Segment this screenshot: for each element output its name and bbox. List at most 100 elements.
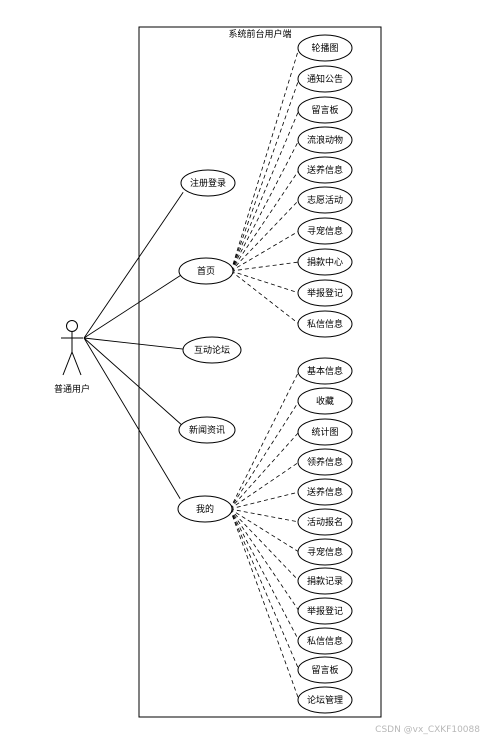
system-boundary: [138, 26, 382, 718]
sub-use-case-home-3: 留言板: [297, 96, 353, 124]
sub-use-case-home-1-ellipse: [297, 34, 353, 62]
use-case-forum-label: 互动论坛: [194, 344, 230, 356]
system-title: 系统前台用户端: [228, 28, 291, 40]
dependency-home-3: [230, 109, 300, 272]
dependency-mine-6: [229, 508, 300, 523]
sub-use-case-mine-12-ellipse: [297, 686, 353, 714]
association-lines: [83, 47, 300, 701]
sub-use-case-home-10-ellipse: [297, 310, 353, 338]
sub-use-case-home-4-label: 流浪动物: [307, 134, 343, 146]
use-case-news-ellipse: [178, 416, 236, 444]
sub-use-case-home-7: 寻宠信息: [297, 217, 353, 245]
dependency-home-2: [230, 78, 300, 272]
sub-use-case-home-10: 私信信息: [297, 310, 353, 338]
sub-use-case-mine-7-label: 寻宠信息: [307, 546, 343, 558]
sub-use-case-mine-9-ellipse: [297, 597, 353, 625]
use-case-mine-ellipse: [177, 495, 233, 523]
use-case-home-label: 首页: [197, 265, 215, 277]
sub-use-case-home-5-label: 送养信息: [307, 164, 343, 176]
sub-use-case-home-7-label: 寻宠信息: [307, 225, 343, 237]
sub-use-case-home-4: 流浪动物: [297, 126, 353, 154]
sub-use-case-mine-2: 收藏: [297, 387, 353, 415]
actor-left-leg: [62, 351, 73, 376]
use-case-news-label: 新闻资讯: [189, 424, 225, 436]
sub-use-case-home-2-label: 通知公告: [307, 73, 343, 85]
actor-label: 普通用户: [54, 383, 90, 395]
association-register: [83, 192, 184, 339]
sub-use-case-mine-3-label: 统计图: [311, 426, 338, 438]
dependency-mine-11: [229, 508, 300, 671]
association-home: [83, 274, 182, 339]
mine-sub-use-cases: 基本信息收藏统计图领养信息送养信息活动报名寻宠信息捐款记录举报登记私信信息留言板…: [297, 357, 353, 714]
actor-right-leg: [71, 351, 82, 376]
watermark: CSDN @vx_CXKF10088: [375, 725, 480, 735]
dependency-home-4: [230, 139, 300, 272]
association-news: [83, 337, 182, 425]
dependency-mine-1: [229, 370, 300, 510]
use-case-mine-label: 我的: [196, 503, 214, 515]
sub-use-case-home-1-label: 轮播图: [311, 42, 338, 54]
sub-use-case-home-5-ellipse: [297, 156, 353, 184]
association-forum: [83, 337, 186, 350]
sub-use-case-mine-11-ellipse: [297, 656, 353, 684]
sub-use-case-home-8-label: 捐款中心: [307, 256, 343, 268]
use-case-mine: 我的: [177, 495, 233, 523]
sub-use-case-home-9: 举报登记: [297, 279, 353, 307]
dependency-mine-4: [229, 461, 300, 510]
association-mine: [83, 337, 181, 499]
sub-use-case-mine-9-label: 举报登记: [307, 605, 343, 617]
dependency-mine-2: [229, 400, 300, 510]
sub-use-case-mine-12-label: 论坛管理: [307, 694, 343, 706]
sub-use-case-mine-8-label: 捐款记录: [307, 575, 343, 587]
sub-use-case-mine-8: 捐款记录: [297, 567, 353, 595]
use-case-register-label: 注册登录: [190, 177, 226, 189]
dependency-mine-8: [229, 508, 300, 582]
use-case-home-ellipse: [178, 257, 234, 285]
dependency-home-5: [230, 169, 300, 272]
sub-use-case-mine-3: 统计图: [297, 418, 353, 446]
use-case-forum-ellipse: [182, 336, 242, 364]
sub-use-case-home-3-ellipse: [297, 96, 353, 124]
sub-use-case-home-7-ellipse: [297, 217, 353, 245]
sub-use-case-mine-2-ellipse: [297, 387, 353, 415]
sub-use-case-mine-8-ellipse: [297, 567, 353, 595]
sub-use-case-mine-1-ellipse: [297, 357, 353, 385]
sub-use-case-mine-4: 领养信息: [297, 448, 353, 476]
use-case-home: 首页: [178, 257, 234, 285]
use-case-forum: 互动论坛: [182, 336, 242, 364]
dependency-mine-3: [229, 431, 300, 510]
sub-use-case-home-9-ellipse: [297, 279, 353, 307]
sub-use-case-mine-10-label: 私信信息: [307, 635, 343, 647]
dependency-mine-10: [229, 508, 300, 642]
sub-use-case-mine-3-ellipse: [297, 418, 353, 446]
sub-use-case-mine-11-label: 留言板: [311, 664, 338, 676]
sub-use-case-home-3-label: 留言板: [311, 104, 338, 116]
sub-use-case-mine-5: 送养信息: [297, 478, 353, 506]
sub-use-case-mine-1: 基本信息: [297, 357, 353, 385]
sub-use-case-mine-1-label: 基本信息: [307, 365, 343, 377]
sub-use-case-home-6-label: 志愿活动: [307, 194, 343, 206]
dependency-mine-5: [229, 491, 300, 510]
sub-use-case-home-4-ellipse: [297, 126, 353, 154]
sub-use-case-mine-6-label: 活动报名: [307, 516, 343, 528]
sub-use-case-mine-5-label: 送养信息: [307, 486, 343, 498]
sub-use-case-home-2: 通知公告: [297, 65, 353, 93]
sub-use-case-mine-4-label: 领养信息: [307, 456, 343, 468]
sub-use-case-mine-12: 论坛管理: [297, 686, 353, 714]
dependency-mine-9: [229, 508, 300, 612]
use-case-register-ellipse: [180, 169, 236, 197]
actor-normal-user: 普通用户: [54, 320, 90, 395]
dependency-home-6: [230, 199, 300, 272]
sub-use-case-mine-6: 活动报名: [297, 508, 353, 536]
actor-head: [66, 320, 78, 332]
sub-use-case-mine-2-label: 收藏: [316, 395, 334, 407]
sub-use-case-mine-5-ellipse: [297, 478, 353, 506]
sub-use-case-mine-7-ellipse: [297, 538, 353, 566]
sub-use-case-home-8: 捐款中心: [297, 248, 353, 276]
dependency-home-9: [230, 270, 300, 294]
dependency-home-7: [230, 230, 300, 272]
dependency-home-1: [230, 47, 300, 272]
